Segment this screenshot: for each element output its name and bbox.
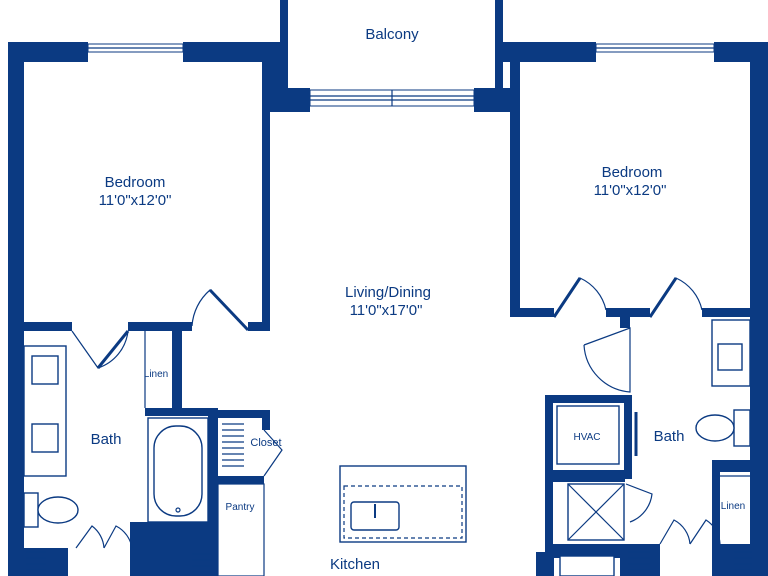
wall-segment	[262, 42, 284, 112]
pantry-outline	[217, 483, 265, 576]
hvac-label: HVAC	[573, 432, 600, 443]
linen-right-label: Linen	[721, 501, 745, 512]
wall-segment	[208, 408, 218, 576]
windows	[87, 43, 715, 107]
door-leaf	[552, 277, 582, 318]
wall-segment	[183, 42, 283, 62]
toilet-bowl	[37, 496, 79, 524]
balcony-label: Balcony	[365, 26, 419, 43]
door-swing	[103, 525, 133, 549]
wall-segment	[702, 308, 754, 317]
closet-shelving	[222, 423, 244, 467]
wall-segment	[8, 322, 72, 331]
wall-segment	[510, 62, 520, 316]
wall-segment	[130, 548, 218, 576]
wall-segment	[620, 544, 660, 576]
wall-segment	[553, 470, 625, 482]
toilet-bowl	[695, 414, 735, 442]
wall-segment	[8, 42, 88, 62]
door-swing	[71, 330, 129, 369]
wall-segment	[248, 322, 270, 331]
door-swing	[75, 525, 105, 549]
bathtub-basin	[153, 425, 203, 517]
wall-segment	[500, 42, 596, 62]
tub-drain	[175, 507, 181, 513]
bath-right-label: Bath	[654, 428, 685, 445]
wall-segment	[284, 88, 310, 112]
wall-segment	[145, 408, 215, 416]
bedroom-right-dims: 11'0"x12'0"	[594, 182, 667, 199]
door-leaf	[648, 277, 678, 318]
toilet-tank	[733, 409, 751, 447]
bedroom-left-dims: 11'0"x12'0"	[99, 192, 172, 209]
wall-segment	[620, 308, 630, 328]
wall-segment	[130, 522, 218, 552]
wall-segment	[8, 548, 68, 576]
sink	[31, 355, 59, 385]
vent-hatch	[26, 551, 752, 573]
living-dining-label: Living/Dining	[345, 284, 431, 301]
linen-left-label: Linen	[144, 369, 168, 380]
door-swing	[553, 277, 607, 318]
wall-segment	[172, 330, 182, 412]
pantry-label: Pantry	[226, 502, 255, 513]
wall-segment	[510, 308, 554, 317]
wall-segment	[553, 544, 625, 558]
kitchen-label: Kitchen	[330, 556, 380, 573]
door-swing	[583, 327, 631, 393]
sink	[31, 423, 59, 453]
shower-diagonal	[567, 483, 625, 541]
closet-label: Closet	[250, 437, 281, 449]
wall-segment	[262, 110, 270, 330]
wall-segment	[712, 460, 768, 472]
wall-segment	[495, 0, 503, 110]
door-swing	[263, 429, 283, 477]
wall-segment	[720, 544, 768, 576]
wall-segment	[128, 322, 192, 331]
wall-segment	[545, 395, 631, 403]
bedroom-right-label: Bedroom	[602, 164, 663, 181]
wall-segment	[8, 42, 24, 576]
bath-left-label: Bath	[91, 431, 122, 448]
room-labels: Balcony Bedroom 11'0"x12'0" Bedroom 11'0…	[91, 26, 746, 573]
wall-segment	[536, 552, 554, 576]
walls	[8, 0, 768, 576]
doors	[71, 277, 721, 549]
appliance	[559, 555, 615, 576]
wall-segment	[218, 410, 270, 418]
bedroom-left-label: Bedroom	[105, 174, 166, 191]
wall-segment	[280, 0, 288, 110]
wall-segment	[218, 476, 264, 484]
island-overhang	[343, 485, 463, 539]
toilet-tank	[23, 492, 39, 528]
hvac-unit	[556, 405, 620, 465]
wall-segment	[262, 410, 270, 430]
fixtures	[23, 319, 752, 576]
door-swing	[625, 483, 653, 523]
wall-segment	[545, 395, 553, 576]
door-swing	[191, 289, 249, 331]
sink	[717, 343, 743, 371]
wall-segment	[712, 472, 720, 576]
wall-segment	[474, 88, 514, 112]
door-swing	[659, 519, 691, 545]
door-swing	[689, 519, 721, 545]
wall-segment	[750, 42, 768, 576]
wall-segment	[624, 395, 632, 479]
door-swing	[649, 277, 703, 318]
door-leaf	[208, 288, 250, 332]
living-dining-dims: 11'0"x17'0"	[350, 302, 423, 319]
door-leaf	[96, 330, 130, 369]
